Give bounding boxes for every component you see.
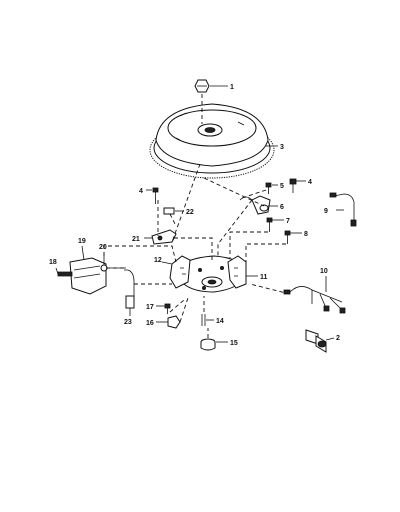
switch-part-2	[305, 329, 327, 353]
flywheel	[149, 103, 275, 179]
screw-17	[164, 303, 171, 314]
callout-18: 18	[49, 259, 57, 266]
callout-14: 14	[216, 318, 224, 325]
callout-5: 5	[280, 183, 284, 190]
screw-4-left	[152, 187, 159, 204]
clip-part-22	[163, 207, 175, 215]
lead-wire-9	[329, 192, 357, 227]
callout-8: 8	[304, 231, 308, 238]
ring-part-15	[200, 338, 216, 351]
wire-harness-10	[283, 286, 346, 314]
callout-labels: 1 2 3 4 4 5 6 7 8 9 10 11 12 14 15 16 17…	[49, 84, 340, 347]
callout-1: 1	[230, 84, 234, 91]
callout-4-left: 4	[139, 188, 143, 195]
callout-9: 9	[324, 208, 328, 215]
callout-4-right: 4	[308, 179, 312, 186]
callout-3: 3	[280, 144, 284, 151]
stator-plate	[169, 255, 247, 293]
callout-17: 17	[146, 304, 154, 311]
spark-plug-lead-23	[124, 269, 135, 309]
callout-20: 20	[99, 244, 107, 251]
callout-19: 19	[78, 238, 86, 245]
callout-11: 11	[260, 274, 268, 281]
assembly-lines	[103, 94, 291, 338]
callout-22: 22	[186, 209, 194, 216]
callout-10: 10	[320, 268, 328, 275]
callout-16: 16	[146, 320, 154, 327]
callout-7: 7	[286, 218, 290, 225]
callout-12: 12	[154, 257, 162, 264]
pin-part-14	[201, 314, 206, 326]
coil-part-19	[57, 257, 126, 295]
callout-23: 23	[124, 319, 132, 326]
screw-7	[266, 217, 273, 232]
leader-lines	[55, 85, 344, 343]
screw-5	[265, 182, 272, 194]
clamp-part-16	[167, 315, 181, 329]
breaker-part-21	[151, 229, 177, 245]
condenser-part-6	[239, 195, 271, 215]
flywheel-nut	[194, 79, 210, 93]
callout-6: 6	[280, 204, 284, 211]
callout-15: 15	[230, 340, 238, 347]
callout-21: 21	[132, 236, 140, 243]
callout-2: 2	[336, 335, 340, 342]
screw-4-right	[289, 178, 297, 193]
screw-8	[284, 230, 291, 244]
